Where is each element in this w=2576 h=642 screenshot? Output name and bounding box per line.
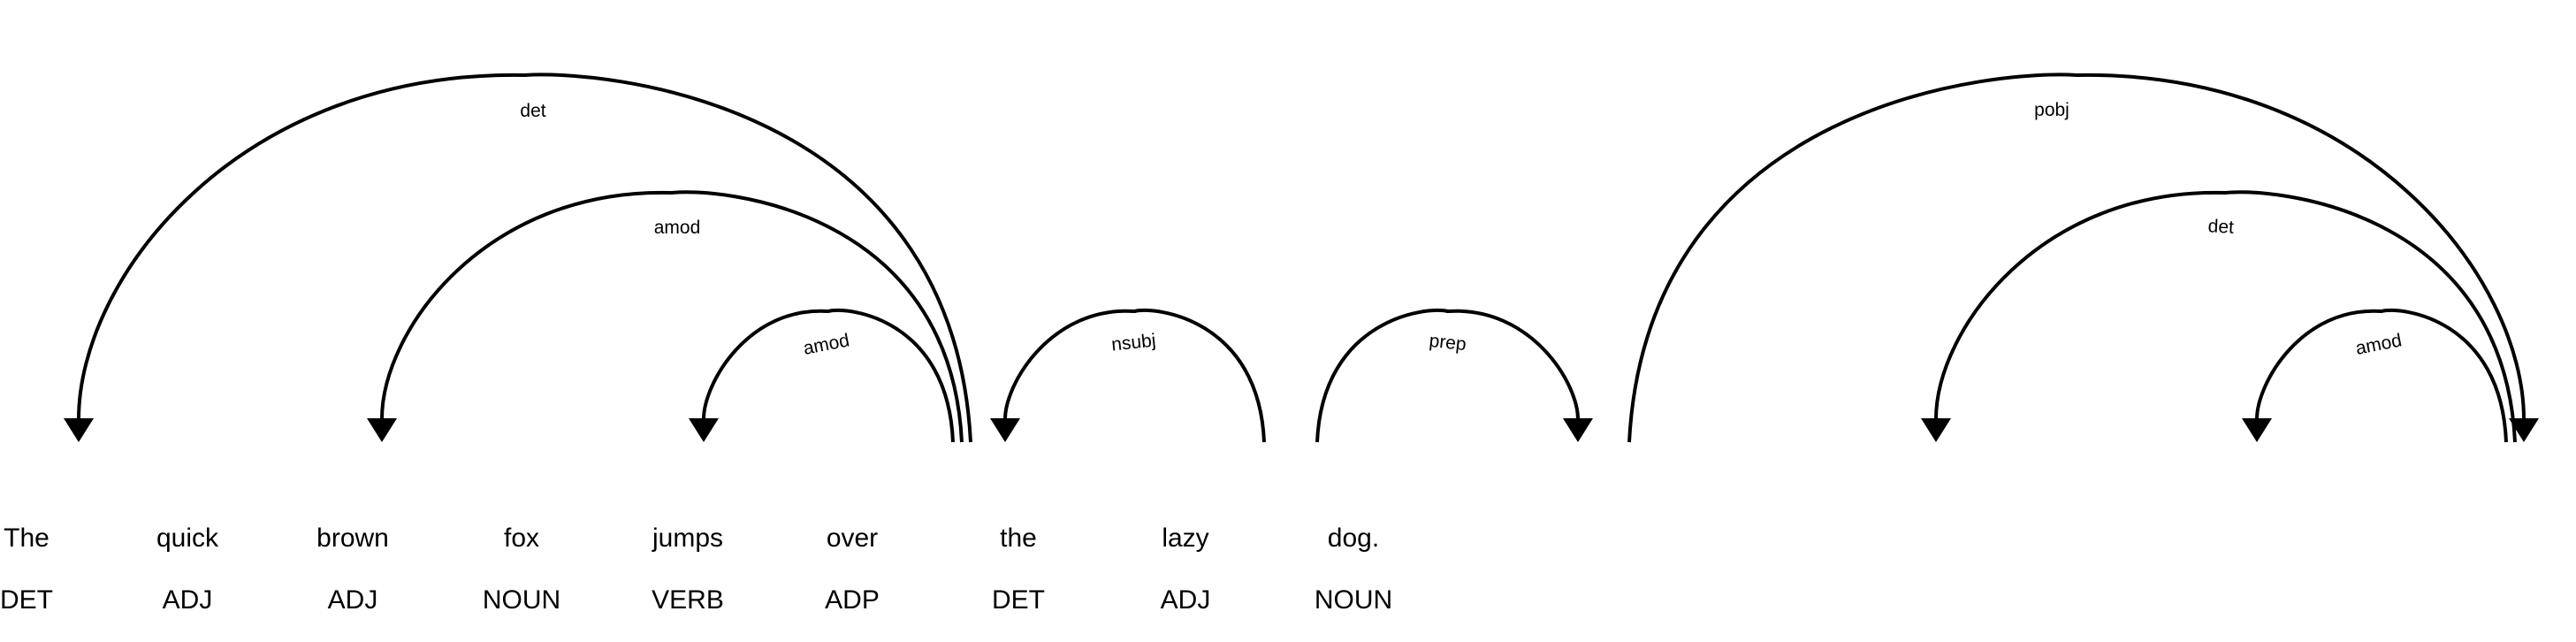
dependency-arc-prep[interactable] [1315, 308, 1580, 443]
token-pos-tag-8: NOUN [1315, 585, 1392, 615]
arrowhead-amod [367, 418, 397, 442]
arrowhead-amod [689, 418, 719, 442]
token-word-7[interactable]: lazy [1162, 524, 1208, 553]
dependency-arc-amod[interactable] [380, 190, 964, 443]
arc-label-pobj: pobj [2034, 100, 2069, 120]
arc-label-amod: amod [802, 330, 851, 359]
token-word-5[interactable]: over [827, 524, 878, 553]
token-word-2[interactable]: brown [316, 524, 389, 553]
token-word-3[interactable]: fox [504, 524, 539, 553]
token-word-6[interactable]: the [1000, 524, 1037, 553]
token-pos-tag-0: DET [0, 585, 53, 615]
token-word-1[interactable]: quick [156, 524, 219, 553]
token-pos-tag-4: VERB [652, 585, 724, 615]
arc-label-amod: amod [2354, 330, 2404, 359]
token-pos-tag-1: ADJ [163, 585, 213, 615]
arc-label-det: det [520, 101, 545, 121]
dependency-arc-det[interactable] [77, 73, 972, 443]
pos-tags-layer: DET ADJ ADJ NOUN VERB ADP DET ADJ NOUN [0, 585, 1392, 615]
dependency-arc-amod[interactable] [702, 308, 955, 443]
arrowheads-layer [64, 418, 2539, 442]
token-word-0[interactable]: The [4, 524, 50, 553]
arcs-layer [77, 73, 2526, 443]
arrowhead-det [1921, 418, 1951, 442]
arrowhead-nsubj [990, 418, 1020, 442]
words-layer: The quick brown fox jumps over the lazy dog. [4, 524, 1379, 553]
token-pos-tag-3: NOUN [483, 585, 560, 615]
dependency-arc-amod[interactable] [2255, 308, 2508, 443]
token-word-8[interactable]: dog. [1328, 524, 1379, 553]
arrowhead-prep [1563, 418, 1593, 442]
dependency-arc-pobj[interactable] [1627, 73, 2526, 443]
arc-label-amod: amod [654, 218, 701, 238]
arrowhead-amod [2242, 418, 2272, 442]
token-pos-tag-2: ADJ [328, 585, 378, 615]
token-pos-tag-5: ADP [825, 585, 880, 615]
token-pos-tag-6: DET [992, 585, 1045, 615]
token-pos-tag-7: ADJ [1161, 585, 1211, 615]
arc-label-prep: prep [1429, 331, 1467, 355]
dependency-arc-nsubj[interactable] [1003, 308, 1266, 443]
dependency-arc-det[interactable] [1934, 190, 2517, 443]
arrowhead-det [64, 418, 94, 442]
token-word-4[interactable]: jumps [652, 524, 723, 553]
arc-label-nsubj: nsubj [1110, 330, 1156, 355]
arc-label-det: det [2207, 216, 2235, 238]
arc-labels-layer: det amod amod nsubj prep pobj det amod [520, 100, 2403, 359]
arrowhead-pobj [2509, 418, 2539, 442]
